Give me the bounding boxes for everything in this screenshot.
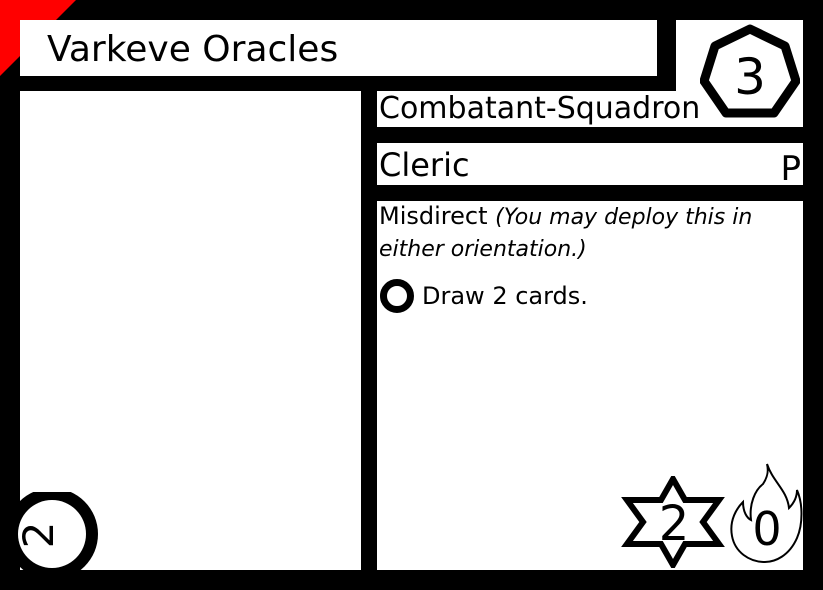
card-name: Varkeve Oracles: [47, 29, 339, 70]
power-value: 2: [659, 496, 690, 552]
cost-value: 3: [734, 48, 766, 106]
class-letter: P: [780, 149, 801, 189]
heptagon-icon: 3: [700, 24, 800, 118]
corner-number: 2: [14, 522, 63, 549]
keyword: Misdirect: [379, 202, 488, 230]
rules-text: Misdirect (You may deploy this in either…: [379, 201, 797, 265]
flame-icon: 0: [730, 463, 803, 564]
circle-icon: 2: [6, 492, 98, 574]
ability-text: Draw 2 cards.: [422, 282, 588, 310]
ring-icon: [380, 279, 414, 313]
card-type: Combatant-Squadron: [379, 91, 701, 126]
art-panel: [20, 91, 361, 570]
reminder-text: (You may deploy this in either orientati…: [379, 205, 753, 262]
six-point-star-icon: 2: [621, 476, 725, 568]
rules-panel: Misdirect (You may deploy this in either…: [377, 201, 803, 570]
title-panel: Varkeve Oracles: [20, 20, 657, 76]
card-class: Cleric: [379, 146, 470, 184]
heat-value: 0: [752, 502, 781, 556]
ability-line: Draw 2 cards.: [380, 279, 588, 313]
class-panel: Cleric P: [377, 143, 803, 189]
